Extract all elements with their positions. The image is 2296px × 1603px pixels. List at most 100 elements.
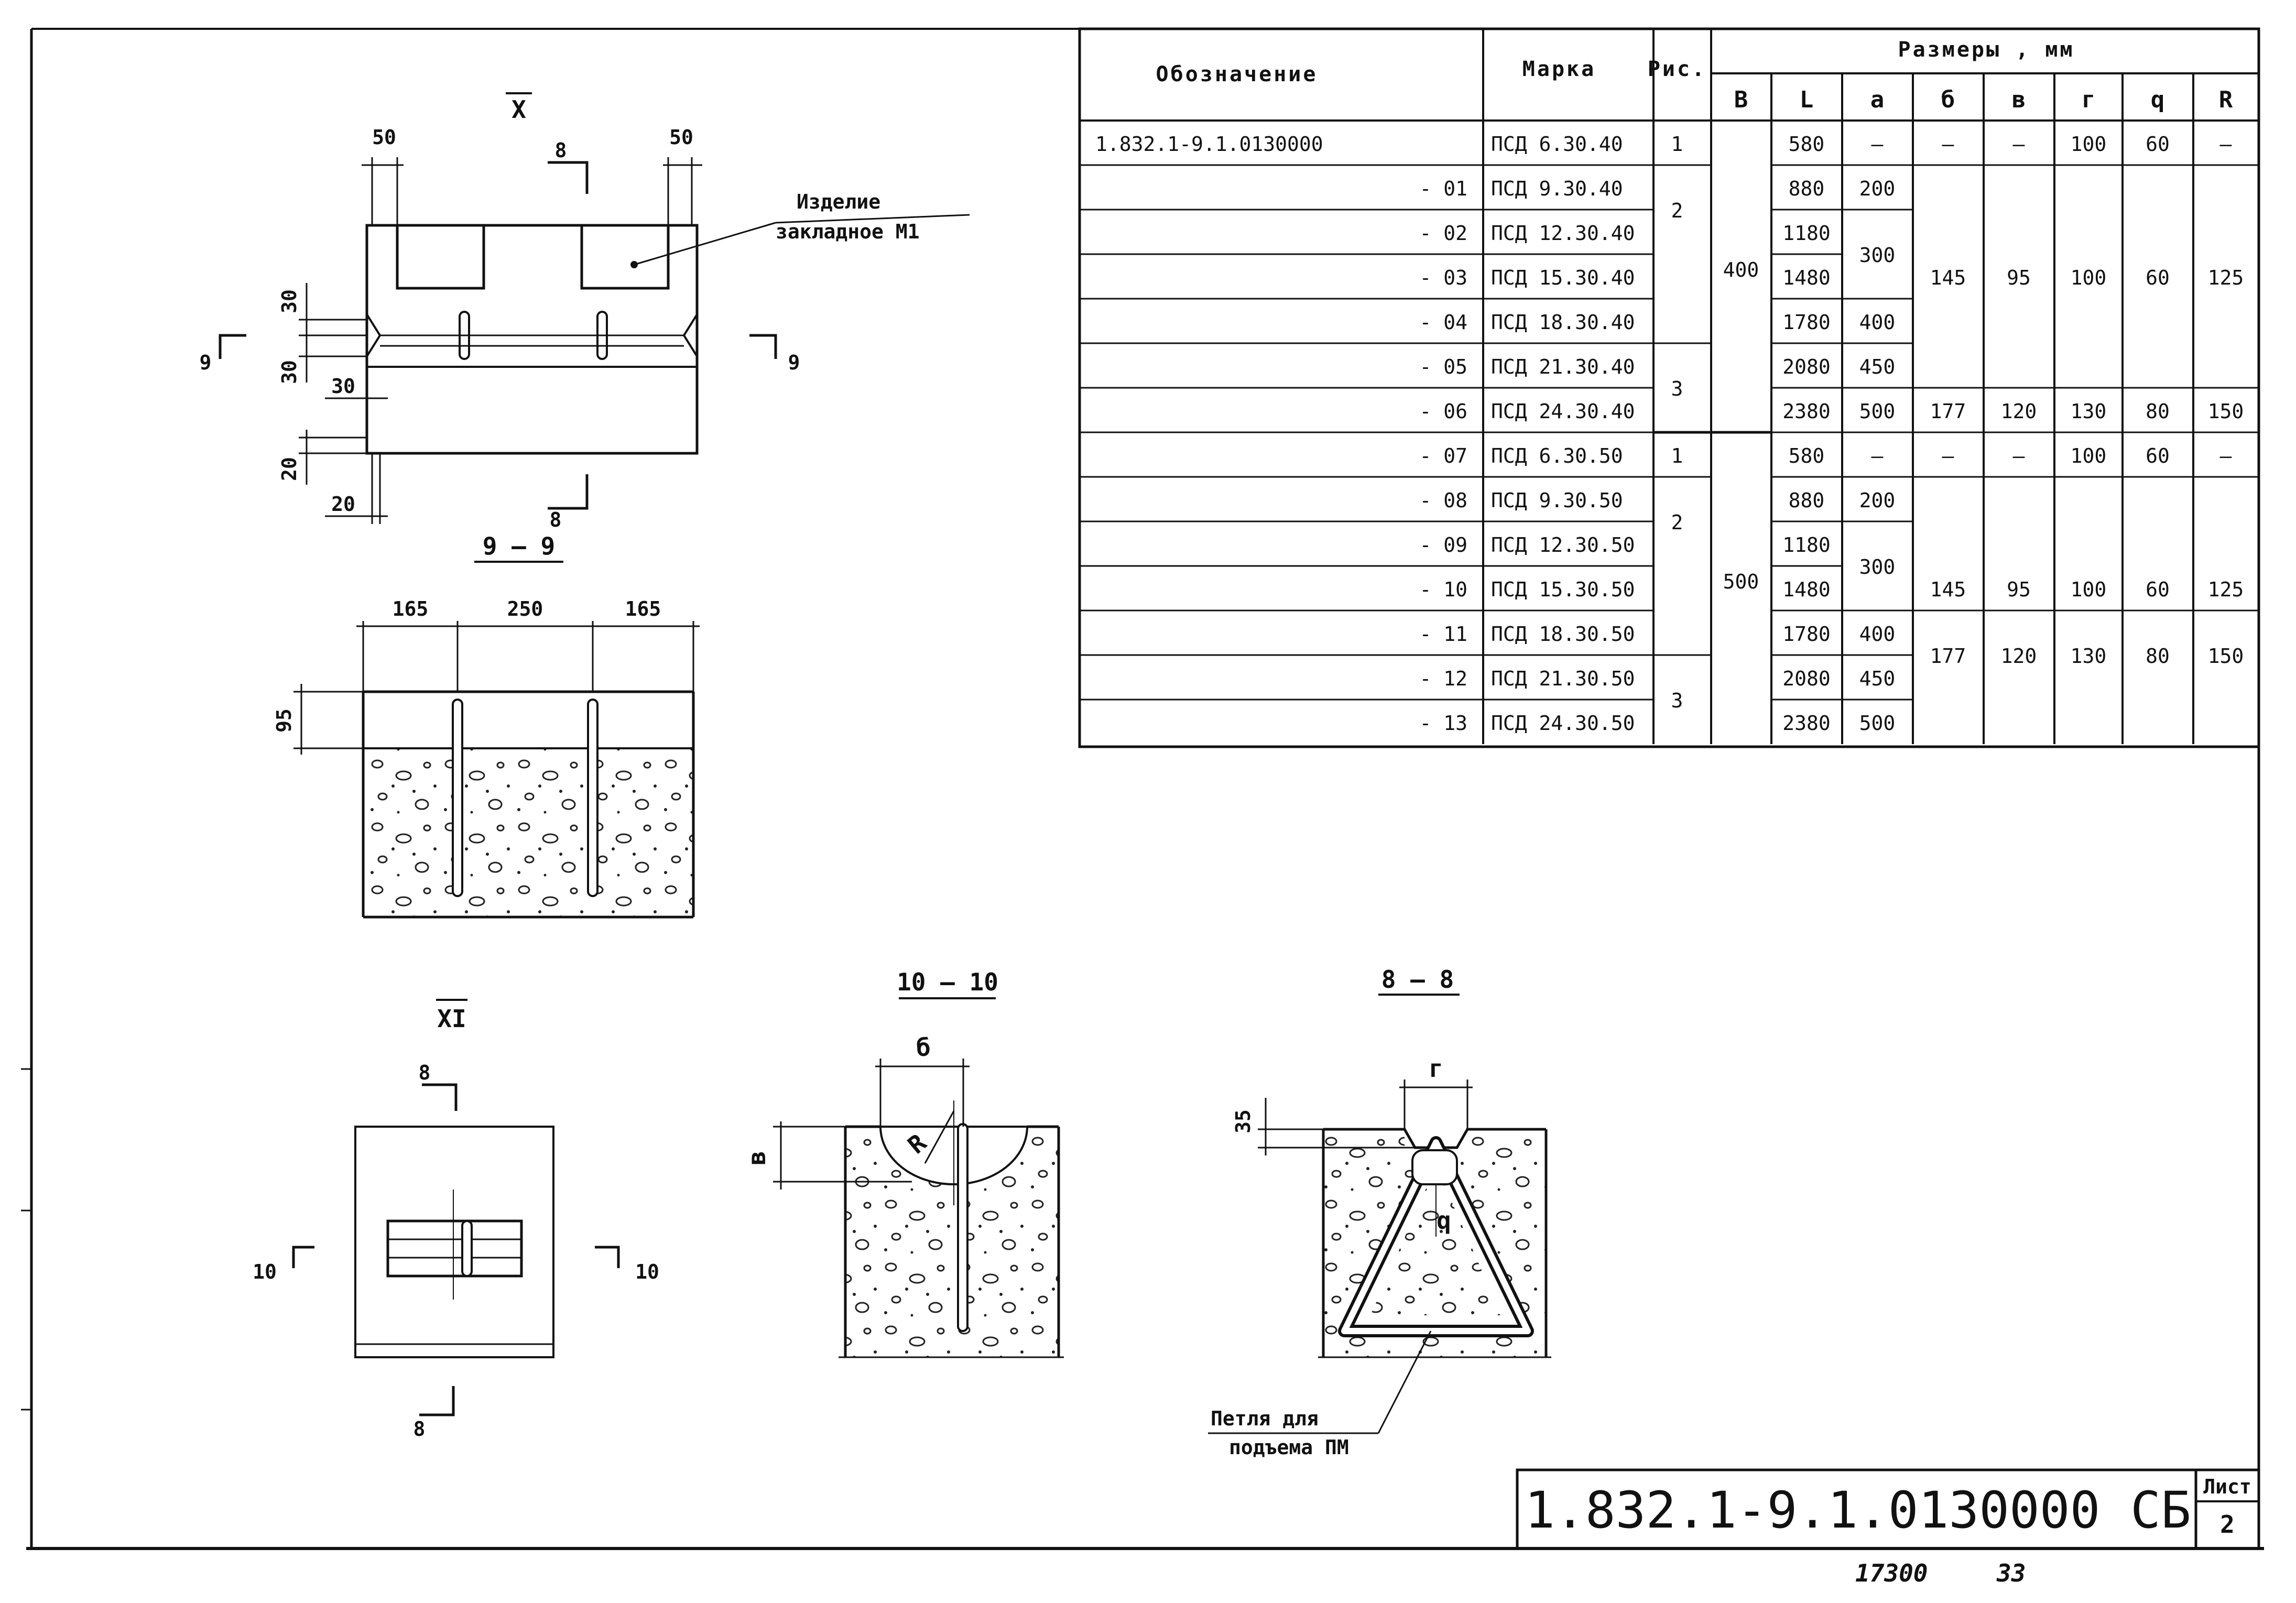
cell-L-1: 880	[1789, 177, 1825, 200]
cell-q-7: 60	[2146, 444, 2170, 467]
cell-a-9: 300	[1859, 555, 1896, 579]
cell-a-11: 400	[1859, 623, 1896, 646]
cell-L-11: 1780	[1782, 623, 1831, 646]
cell-a-7: —	[1871, 444, 1884, 467]
cell-b-1: 145	[1930, 266, 1966, 289]
embedded-part-note-line2: закладное М1	[776, 220, 920, 243]
subheader-7: R	[2219, 86, 2233, 113]
cell-mark-9: ПСД 12.30.50	[1491, 533, 1635, 557]
cell-fig-1: 2	[1671, 199, 1683, 222]
cell-designation-2: - 02	[1419, 222, 1467, 245]
title-block	[1516, 1468, 2260, 1550]
footer: 17300 33	[1855, 1559, 2026, 1587]
cell-L-10: 1480	[1782, 578, 1831, 601]
cell-B-0: 400	[1723, 258, 1759, 281]
cell-L-13: 2380	[1782, 712, 1831, 735]
cell-L-2: 1180	[1782, 222, 1831, 245]
cell-q-8: 60	[2146, 578, 2170, 601]
drawing-xi-title: XI	[437, 1005, 466, 1033]
cell-designation-8: - 08	[1419, 489, 1467, 512]
cell-a-0: —	[1871, 133, 1884, 156]
cell-v-7: —	[2013, 444, 2025, 467]
cell-mark-11: ПСД 18.30.50	[1491, 623, 1635, 646]
cell-mark-4: ПСД 18.30.40	[1491, 311, 1635, 334]
section-10-10	[773, 997, 1064, 1358]
label-g: г	[1429, 1054, 1443, 1083]
cell-b-11: 177	[1930, 645, 1966, 668]
cell-R-6: 150	[2208, 400, 2244, 423]
dim-20-b: 20	[331, 493, 355, 516]
cell-designation-11: - 11	[1419, 623, 1467, 646]
cell-mark-3: ПСД 15.30.40	[1491, 266, 1635, 289]
cell-L-7: 580	[1789, 444, 1825, 467]
cell-L-12: 2080	[1782, 667, 1831, 690]
lifting-loop-note-line1: Петля для	[1211, 1407, 1319, 1430]
cell-L-5: 2080	[1782, 355, 1831, 378]
cell-b-7: —	[1942, 444, 1954, 467]
cell-v-8: 95	[2007, 578, 2031, 601]
dim-250: 250	[507, 597, 543, 620]
header-figure: Рис.	[1648, 57, 1706, 81]
cell-R-7: —	[2220, 444, 2232, 467]
table-body: 1.832.1-9.1.0130000 ПСД 6.30.40 1 400 580 — — —…	[1095, 133, 2244, 735]
dim-30-c: 30	[331, 375, 355, 398]
sheet-label: Лист	[2203, 1475, 2251, 1498]
subheader-4: в	[2012, 86, 2026, 113]
cell-L-4: 1780	[1782, 311, 1831, 334]
cell-mark-7: ПСД 6.30.50	[1491, 444, 1623, 467]
subheader-0: B	[1734, 86, 1748, 113]
xi-cut-10-right: 10	[635, 1260, 659, 1283]
header-designation: Обозначение	[1156, 62, 1318, 86]
title-block-text: 1.832.1-9.1.0130000 СБ Лист 2	[1525, 1475, 2251, 1540]
cell-g-6: 130	[2071, 400, 2107, 423]
cut-label-9-right: 9	[788, 351, 800, 374]
cell-designation-13: - 13	[1419, 712, 1467, 735]
cell-fig-8: 2	[1671, 511, 1683, 534]
cell-designation-10: - 10	[1419, 578, 1467, 601]
cell-designation-5: - 05	[1419, 355, 1467, 378]
cell-mark-13: ПСД 24.30.50	[1491, 712, 1635, 735]
xi-cut-10-left: 10	[253, 1260, 277, 1283]
cell-B-7: 500	[1723, 570, 1759, 593]
section-9-9	[293, 561, 700, 919]
cell-designation-6: - 06	[1419, 400, 1467, 423]
footer-page: 33	[1996, 1559, 2026, 1587]
cell-mark-10: ПСД 15.30.50	[1491, 578, 1635, 601]
dim-30-b: 30	[278, 360, 301, 384]
label-q: q	[1437, 1206, 1451, 1235]
cell-fig-12: 3	[1671, 689, 1683, 712]
drawing-x-title: X	[512, 95, 526, 124]
cell-v-11: 120	[2001, 645, 2037, 668]
cell-designation-12: - 12	[1419, 667, 1467, 690]
header-mark: Марка	[1522, 57, 1596, 81]
cell-designation-0: 1.832.1-9.1.0130000	[1095, 133, 1323, 156]
cell-designation-3: - 03	[1419, 266, 1467, 289]
section-8-8	[1208, 994, 1551, 1434]
subheader-3: б	[1941, 86, 1955, 113]
header-dimensions: Размеры , мм	[1898, 38, 2075, 62]
cell-a-4: 400	[1859, 311, 1896, 334]
section-10-10-title: 10 — 10	[897, 968, 998, 996]
cell-v-0: —	[2013, 133, 2025, 156]
cell-q-11: 80	[2146, 645, 2170, 668]
cell-mark-5: ПСД 21.30.40	[1491, 355, 1635, 378]
cell-g-0: 100	[2071, 133, 2107, 156]
cell-g-1: 100	[2071, 266, 2107, 289]
cell-g-8: 100	[2071, 578, 2107, 601]
cell-g-11: 130	[2071, 645, 2107, 668]
cell-a-12: 450	[1859, 667, 1896, 690]
cell-mark-6: ПСД 24.30.40	[1491, 400, 1635, 423]
cell-designation-4: - 04	[1419, 311, 1467, 334]
document-number: 1.832.1-9.1.0130000 СБ	[1525, 1481, 2191, 1540]
cell-q-1: 60	[2146, 266, 2170, 289]
cell-mark-0: ПСД 6.30.40	[1491, 133, 1623, 156]
footer-code: 17300	[1855, 1559, 1928, 1587]
cell-R-8: 125	[2208, 578, 2244, 601]
dim-165-left: 165	[393, 597, 429, 620]
xi-cut-8-bottom: 8	[414, 1417, 426, 1441]
dim-95: 95	[273, 708, 296, 733]
cell-fig-0: 1	[1671, 133, 1683, 156]
label-b: б	[916, 1033, 931, 1062]
label-v: в	[743, 1151, 771, 1165]
